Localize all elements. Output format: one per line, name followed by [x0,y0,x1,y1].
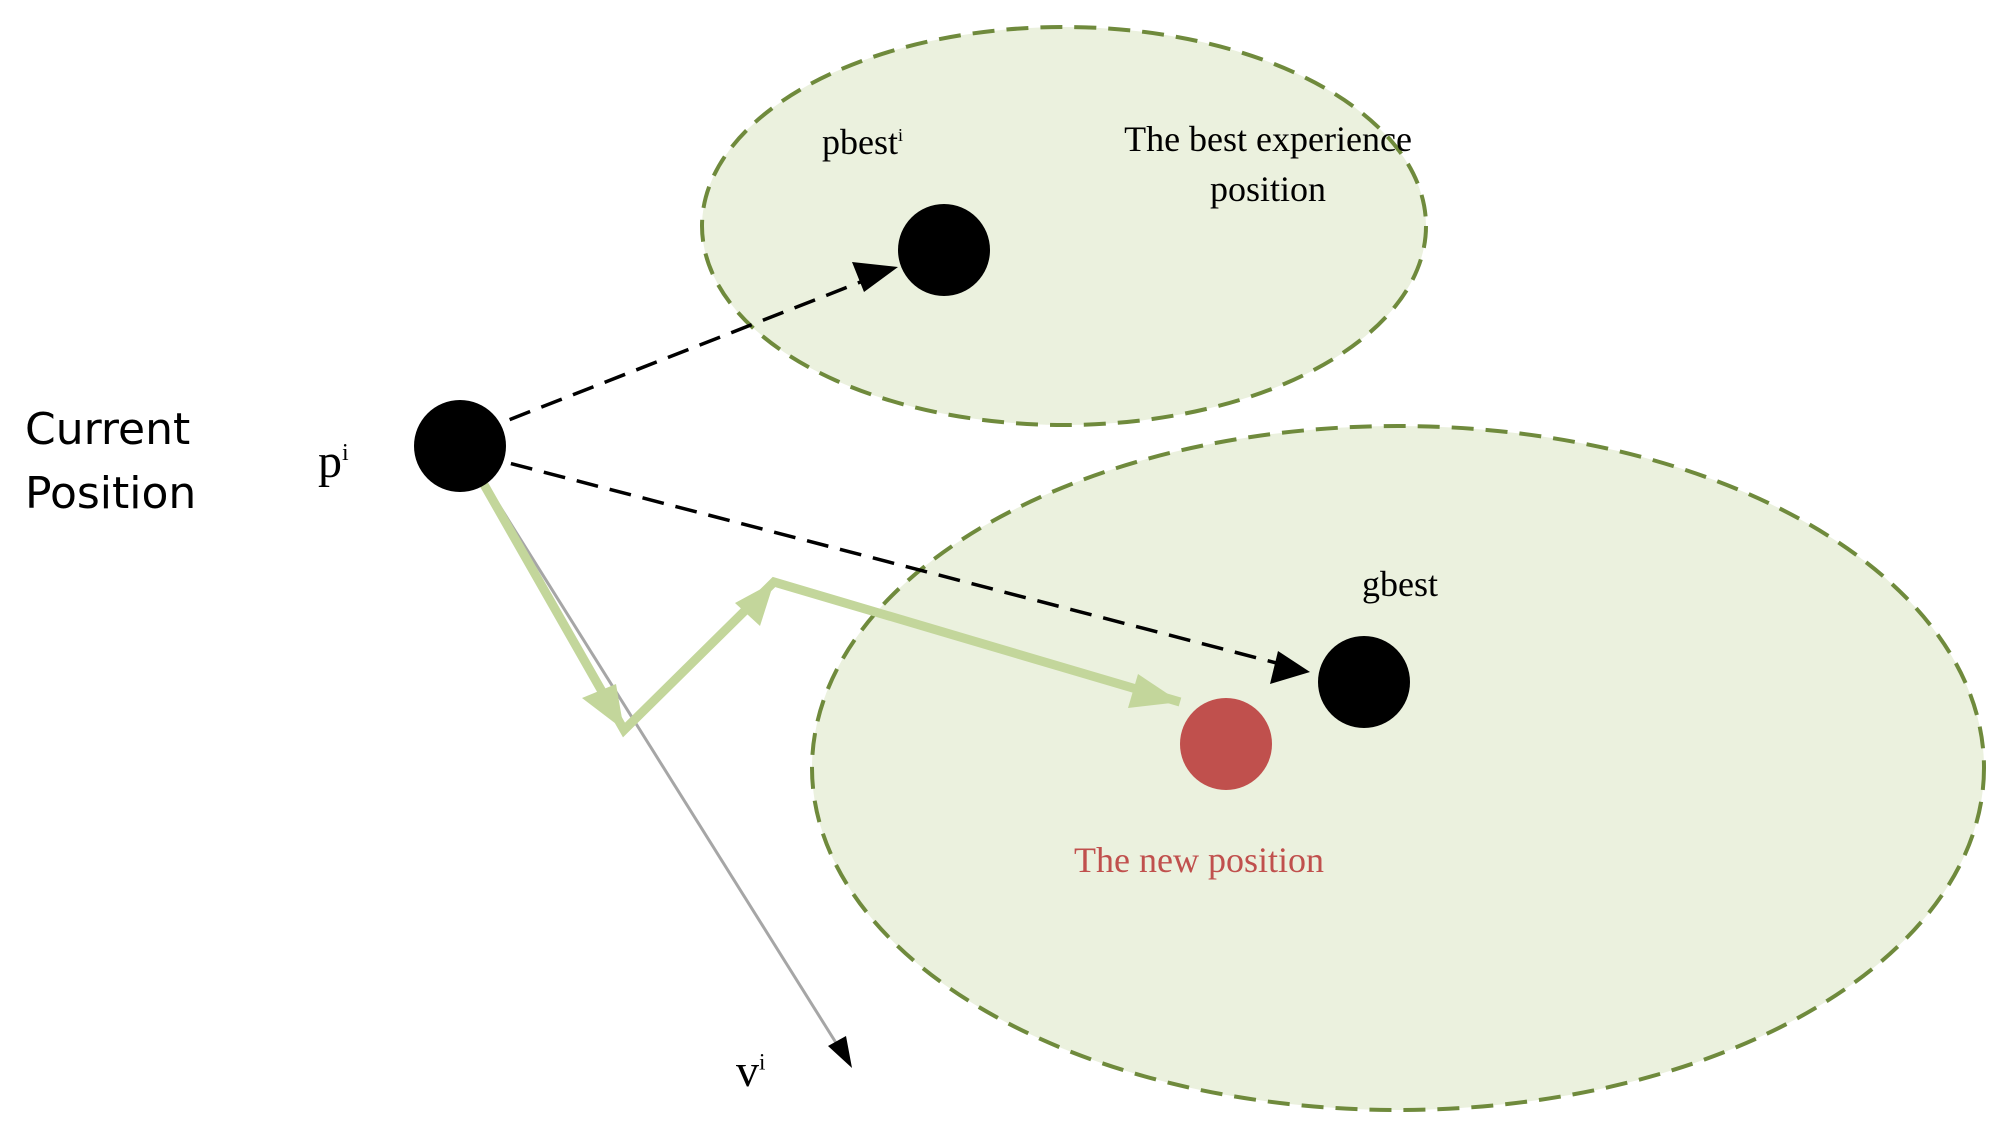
pbest-point [898,204,990,296]
movement-arrowhead-3 [1128,674,1180,708]
pbest-base: pbest [822,122,898,162]
current-position-line1: Current [25,404,191,455]
arrow-to-pbest [477,270,887,434]
movement-arrowhead-1 [582,684,624,730]
pbest-label: pbesti [822,124,903,160]
movement-arrowhead-2 [735,582,774,626]
movement-path [458,443,1182,738]
gbest-region [810,424,1986,1112]
new-position-label: The new position [1074,840,1324,880]
best-experience-label: The best experience position [1124,119,1412,209]
current-position-point [414,400,506,492]
current-position-label: Current Position [25,398,196,526]
p-sup: i [342,440,349,466]
v-sup: i [759,1049,766,1075]
velocity-line [460,445,840,1047]
velocity-arrowhead [828,1036,852,1068]
pbest-region [700,25,1428,427]
p-label: pi [318,438,349,486]
gbest-arrowhead [1270,651,1310,684]
gbest-point [1318,636,1410,728]
gbest-label: gbest [1362,564,1438,604]
v-base: v [736,1045,759,1096]
v-label: vi [736,1048,765,1094]
pbest-arrowhead [852,262,898,292]
arrow-to-gbest [477,453,1289,668]
pbest-sup: i [898,125,904,145]
current-position-line2: Position [25,468,197,519]
p-base: p [318,435,342,488]
new-position-point [1180,698,1272,790]
